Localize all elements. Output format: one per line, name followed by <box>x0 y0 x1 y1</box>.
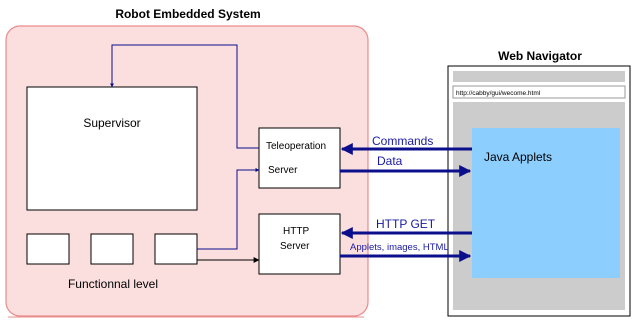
teleop-to-supervisor-connector <box>110 44 259 149</box>
functional-module-2 <box>90 233 134 265</box>
java-applets-label: Java Applets <box>484 150 552 164</box>
http-get-label: HTTP GET <box>376 217 436 231</box>
teleoperation-label-line1: Teleoperation <box>266 141 326 152</box>
teleoperation-label-line2: Server <box>268 165 298 176</box>
functional-module-1 <box>26 233 70 265</box>
teleoperation-server-box <box>258 127 341 189</box>
http-server-box <box>258 213 341 275</box>
web-navigator-title: Web Navigator <box>498 49 582 63</box>
commands-label: Commands <box>372 134 433 148</box>
data-label: Data <box>377 154 403 168</box>
robot-system-title: Robot Embedded System <box>115 7 260 21</box>
browser-url: http://cabby/gui/wecome.html <box>456 90 541 97</box>
java-applets-panel <box>472 128 620 278</box>
supervisor-label: Supervisor <box>83 116 140 130</box>
functional-module-3 <box>154 233 198 265</box>
supervisor-box <box>26 86 198 211</box>
browser-address-bar <box>452 85 626 99</box>
http-label-line2: Server <box>280 241 310 252</box>
browser-toolbar <box>453 71 625 82</box>
http-label-line1: HTTP <box>283 226 309 237</box>
module-to-teleop-connector <box>197 168 260 250</box>
applets-images-label: Applets, images, HTML <box>350 242 449 253</box>
functional-level-label: Functionnal level <box>68 277 158 291</box>
